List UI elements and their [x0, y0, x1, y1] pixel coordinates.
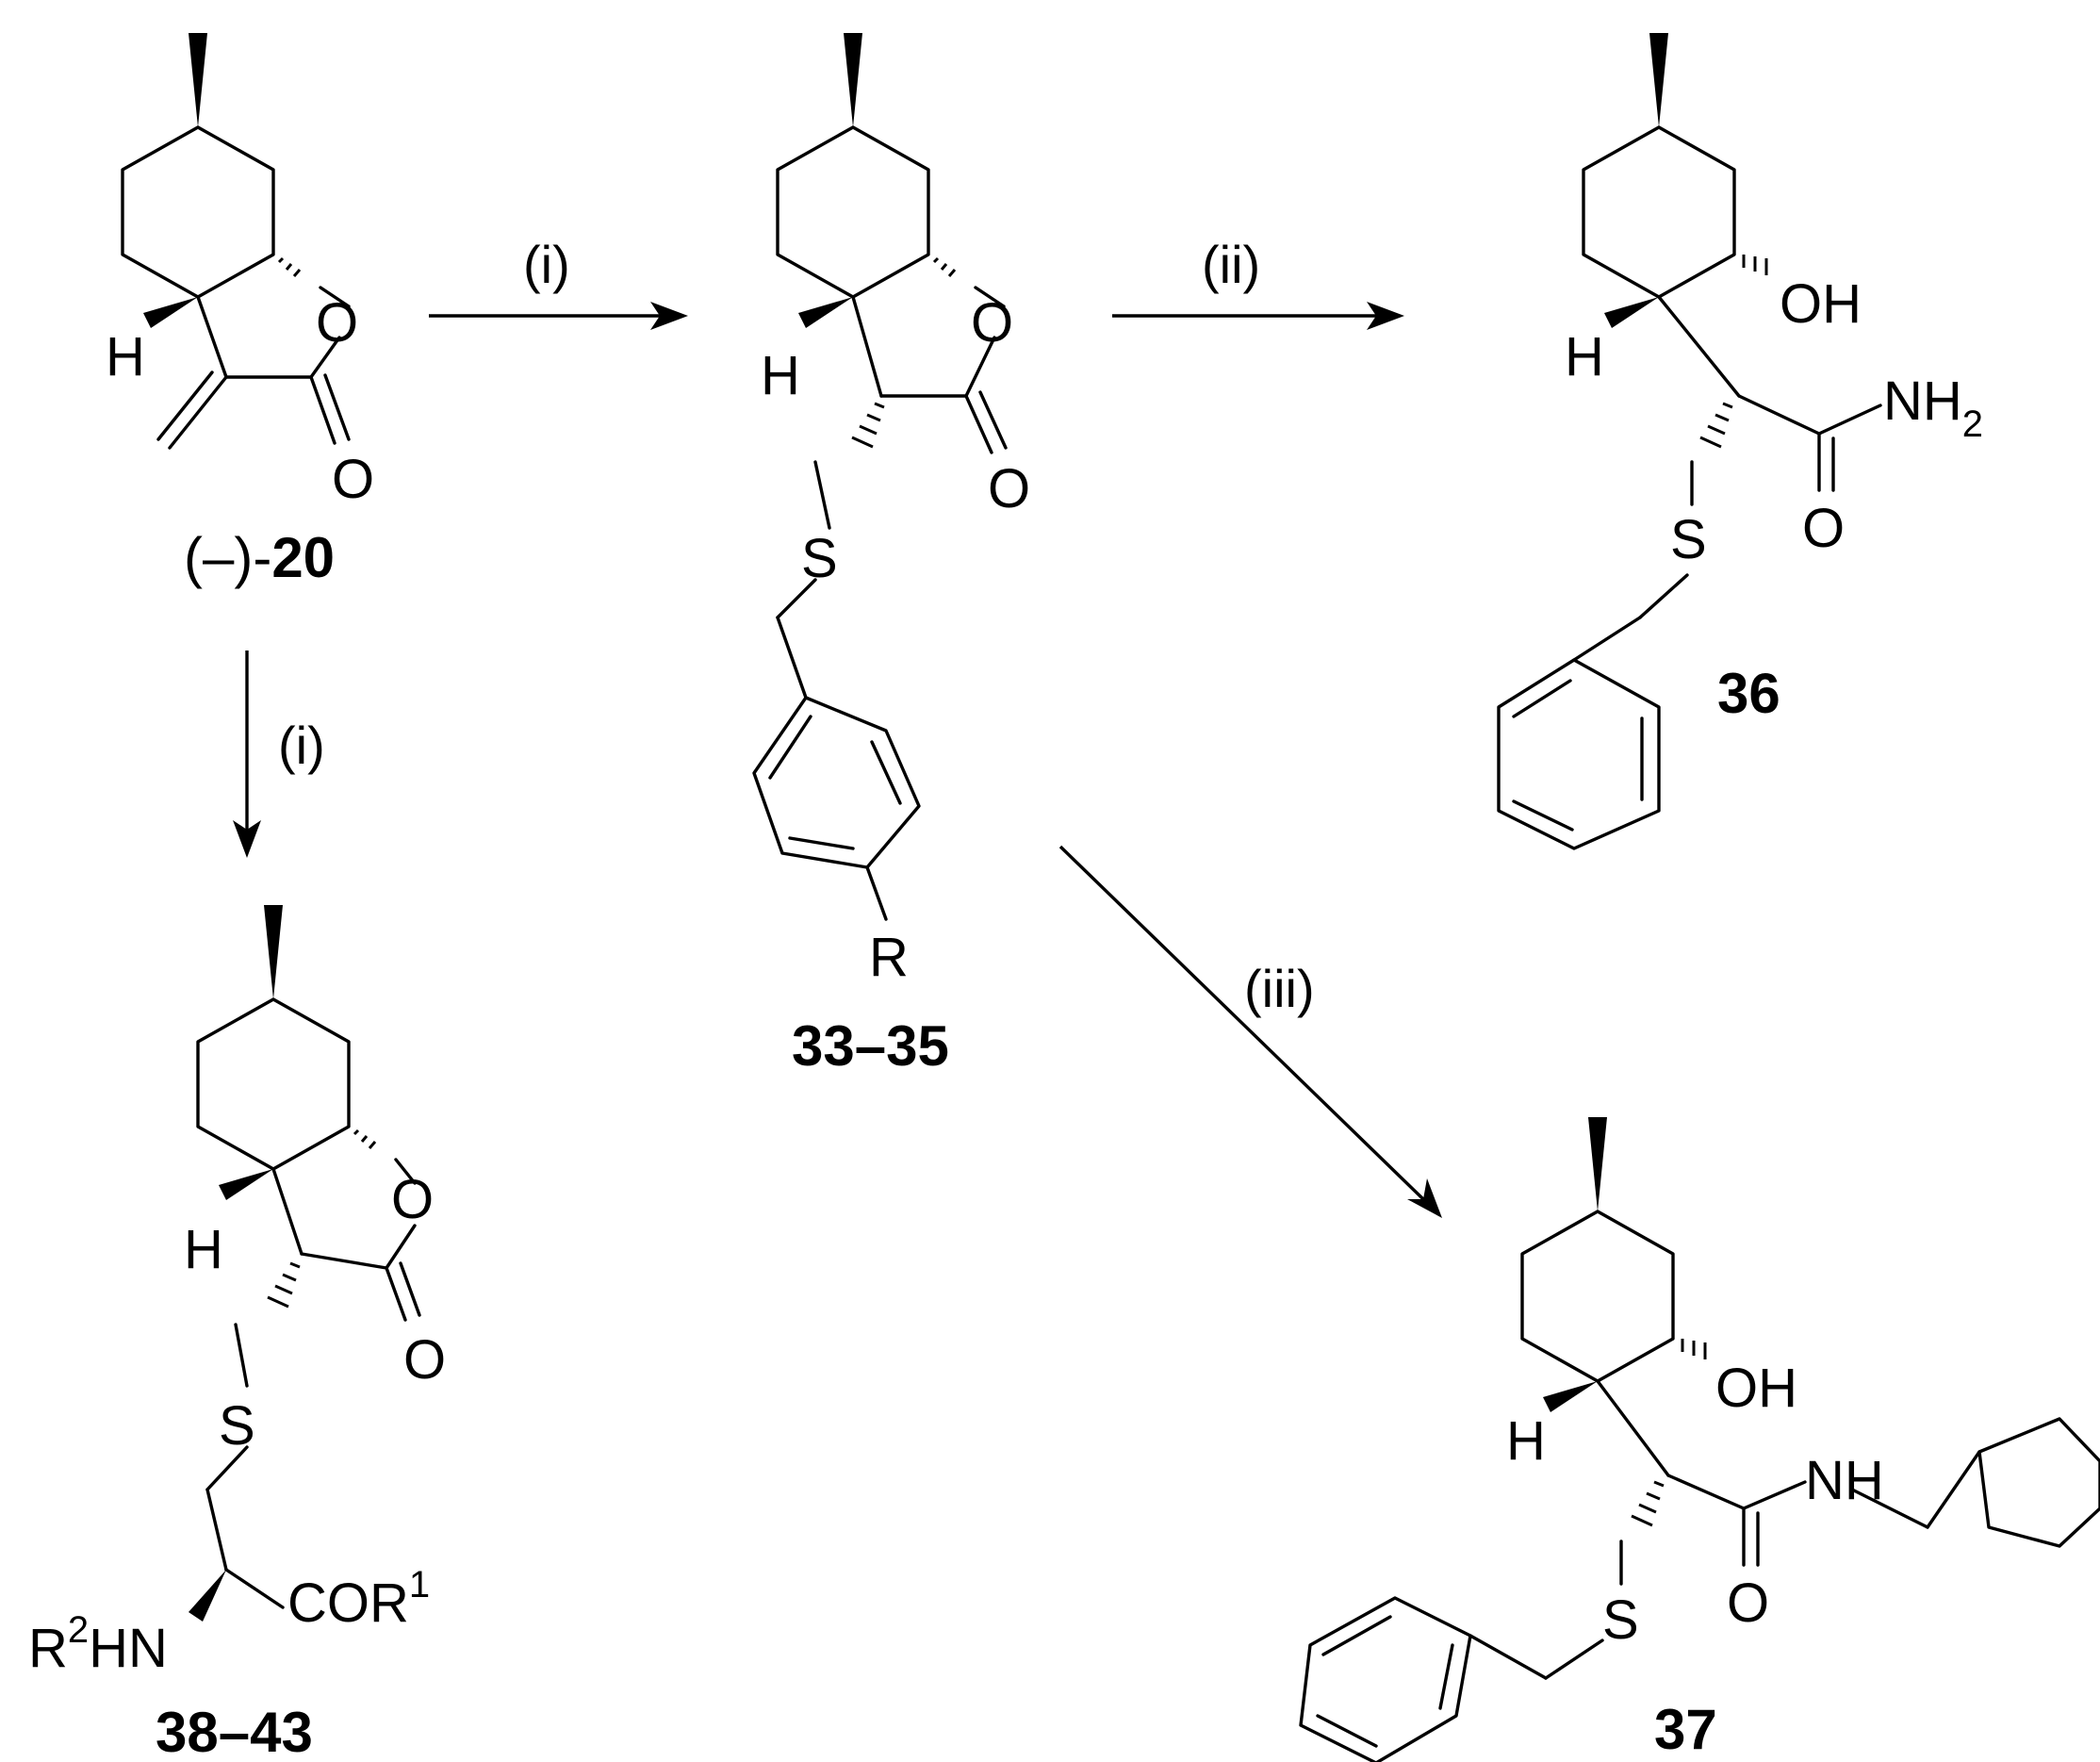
compound-label-33-35: 33–35 — [792, 1014, 949, 1078]
atom-O: O — [332, 449, 374, 510]
atom-O: O — [1727, 1573, 1769, 1634]
compound-20-structure: O O H — [106, 33, 374, 510]
atom-O: O — [988, 458, 1030, 519]
hashed-bond — [1742, 255, 1768, 275]
arrow-step-i-down: (i) — [233, 650, 325, 858]
compound-33-35-structure: O O H S R — [752, 33, 1030, 988]
atom-S: S — [1602, 1589, 1639, 1651]
arrow-condition: (iii) — [1244, 959, 1315, 1018]
atom-O: O — [971, 292, 1013, 354]
arrow-condition: (ii) — [1202, 235, 1260, 294]
atom-H: H — [1565, 326, 1604, 387]
atom-H: H — [106, 326, 145, 387]
compound-label-20: (–)-20 — [184, 526, 335, 589]
hashed-bond — [1631, 1480, 1665, 1527]
compound-38-43-structure: O O H S COR1 R2HN — [28, 905, 446, 1679]
atom-O: O — [1802, 498, 1845, 559]
hashed-bond — [267, 1261, 301, 1309]
atom-NH2: NH2 — [1883, 371, 1983, 445]
hashed-bond — [277, 256, 302, 277]
compound-label-37: 37 — [1654, 1698, 1717, 1761]
hashed-bond — [851, 402, 885, 449]
arrow-step-i-right: (i) — [429, 235, 688, 330]
arrow-condition: (i) — [523, 235, 570, 294]
compound-label-36: 36 — [1717, 662, 1780, 725]
atom-O: O — [316, 292, 358, 354]
hashed-bond — [932, 256, 957, 277]
hashed-bond — [353, 1128, 377, 1149]
atom-COR1: COR1 — [287, 1564, 430, 1634]
atom-O: O — [391, 1169, 434, 1230]
atom-OH: OH — [1715, 1358, 1797, 1419]
compound-label-38-43: 38–43 — [156, 1701, 313, 1762]
compound-36-structure: OH H NH2 O S — [1497, 33, 1983, 850]
atom-H: H — [1506, 1410, 1546, 1472]
arrow-step-ii-right: (ii) — [1112, 235, 1404, 330]
compound-37-structure: OH H NH O S — [1299, 1117, 2100, 1762]
hashed-bond — [1681, 1339, 1707, 1359]
hashed-bond — [1699, 402, 1733, 449]
atom-S: S — [1670, 509, 1707, 570]
atom-OH: OH — [1780, 273, 1862, 335]
atom-S: S — [801, 528, 838, 589]
atom-R2HN: R2HN — [28, 1609, 168, 1679]
atom-S: S — [219, 1395, 255, 1457]
atom-O: O — [403, 1329, 446, 1391]
atom-H: H — [184, 1219, 223, 1280]
atom-H: H — [761, 345, 800, 406]
atom-R: R — [869, 927, 909, 988]
arrow-step-iii-diagonal: (iii) — [1058, 845, 1442, 1218]
atom-NH: NH — [1805, 1450, 1884, 1511]
arrow-condition: (i) — [278, 716, 325, 775]
